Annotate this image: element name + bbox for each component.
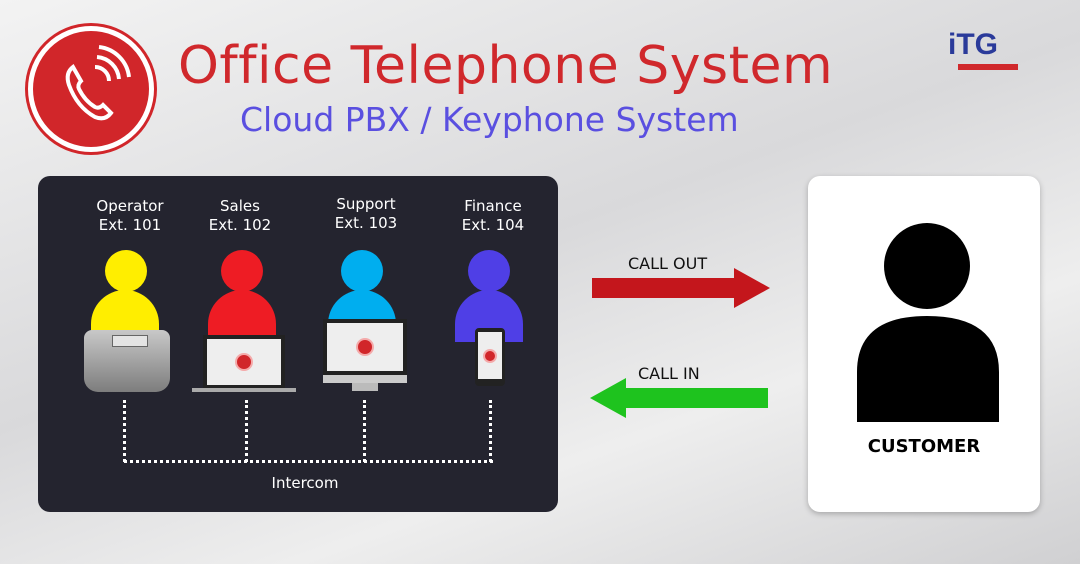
phone-badge-logo — [28, 26, 154, 152]
support-person-head — [341, 250, 383, 292]
call-out-arrow-icon — [592, 268, 770, 308]
smartphone-icon — [475, 328, 505, 386]
operator-person-head — [105, 250, 147, 292]
itg-logo-bar — [958, 64, 1018, 70]
intercom-label: Intercom — [271, 474, 339, 492]
page-subtitle: Cloud PBX / Keyphone System — [240, 100, 739, 139]
phone-ringing-icon — [65, 45, 131, 121]
desk-phone-icon — [84, 330, 170, 392]
sales-person-body — [208, 290, 276, 342]
intercom-line — [489, 400, 492, 462]
finance-person-head — [468, 250, 510, 292]
monitor-stand — [352, 383, 378, 391]
intercom-line — [124, 460, 493, 463]
monitor-chin — [323, 375, 407, 383]
call-in-label: CALL IN — [638, 364, 700, 383]
call-out-label: CALL OUT — [628, 254, 708, 273]
call-in-arrow-icon — [590, 378, 768, 418]
customer-label: CUSTOMER — [867, 436, 981, 457]
intercom-line — [123, 400, 126, 462]
laptop-base — [192, 388, 296, 392]
intercom-line — [245, 400, 248, 462]
sales-person-head — [221, 250, 263, 292]
intercom-line — [363, 400, 366, 462]
itg-logo: iTG — [948, 28, 998, 61]
page-title: Office Telephone System — [178, 36, 834, 96]
customer-person-icon — [857, 223, 999, 422]
desktop-monitor-icon — [323, 319, 407, 375]
laptop-icon — [203, 335, 285, 389]
